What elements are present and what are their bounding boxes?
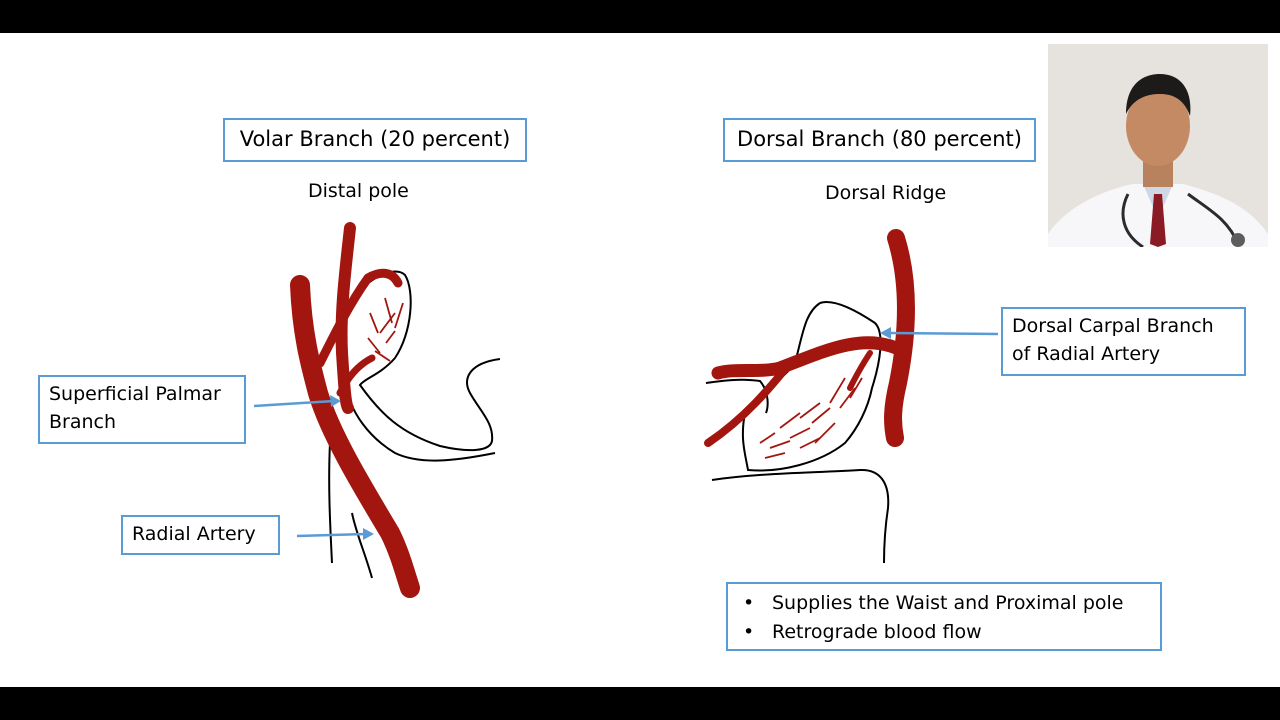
volar-branch-title: Volar Branch (20 percent) <box>223 118 527 162</box>
radius-outline-volar-2 <box>351 512 373 579</box>
slide: Volar Branch (20 percent) Dorsal Branch … <box>0 33 1280 687</box>
dorsal-ridge-label: Dorsal Ridge <box>825 182 947 204</box>
volar-branch-artery-2 <box>336 354 376 397</box>
waist-vessels <box>759 377 863 459</box>
dorsal-carpal-arrow <box>887 331 999 336</box>
dorsal-summary-box: Supplies the Waist and Proximal pole Ret… <box>726 582 1162 651</box>
distal-pole-label: Distal pole <box>308 180 409 202</box>
radial-artery-callout: Radial Artery <box>121 515 280 555</box>
radial-artery-arrowhead <box>363 528 374 540</box>
superficial-palmar-arrowhead <box>330 395 341 407</box>
dorsal-branch-lower <box>704 359 794 447</box>
radius-outline-volar <box>328 442 333 564</box>
scaphoid-outline-volar <box>357 270 501 452</box>
superficial-palmar-arrow <box>253 399 335 408</box>
radial-artery-volar <box>290 275 420 598</box>
radius-outline-dorsal <box>711 468 890 564</box>
dorsal-carpal-arrowhead <box>880 327 891 339</box>
dorsal-diagram <box>704 229 999 564</box>
bullet-waist-proximal: Supplies the Waist and Proximal pole <box>734 589 1154 618</box>
dorsal-radial-artery <box>884 229 915 447</box>
radial-artery-arrow <box>296 532 367 538</box>
carpal-outline-dorsal <box>705 378 769 414</box>
superficial-palmar-callout: Superficial Palmar Branch <box>38 375 246 444</box>
carpal-outline-volar <box>344 382 496 462</box>
summary-bullet-list: Supplies the Waist and Proximal pole Ret… <box>734 589 1154 647</box>
scaphoid-blood-supply-illustration <box>253 222 999 598</box>
bullet-retrograde-flow: Retrograde blood flow <box>734 618 1154 647</box>
presenter-photo <box>1048 44 1268 247</box>
distal-pole-vessels <box>367 297 404 362</box>
dorsal-branch-inner <box>847 350 873 391</box>
dorsal-carpal-callout: Dorsal Carpal Branch of Radial Artery <box>1001 307 1246 376</box>
volar-diagram <box>253 222 501 598</box>
volar-branch-artery <box>315 268 403 368</box>
dorsal-branch-title: Dorsal Branch (80 percent) <box>723 118 1036 162</box>
presenter-photo-icon <box>1048 44 1268 247</box>
superficial-palmar-branch <box>335 222 356 414</box>
